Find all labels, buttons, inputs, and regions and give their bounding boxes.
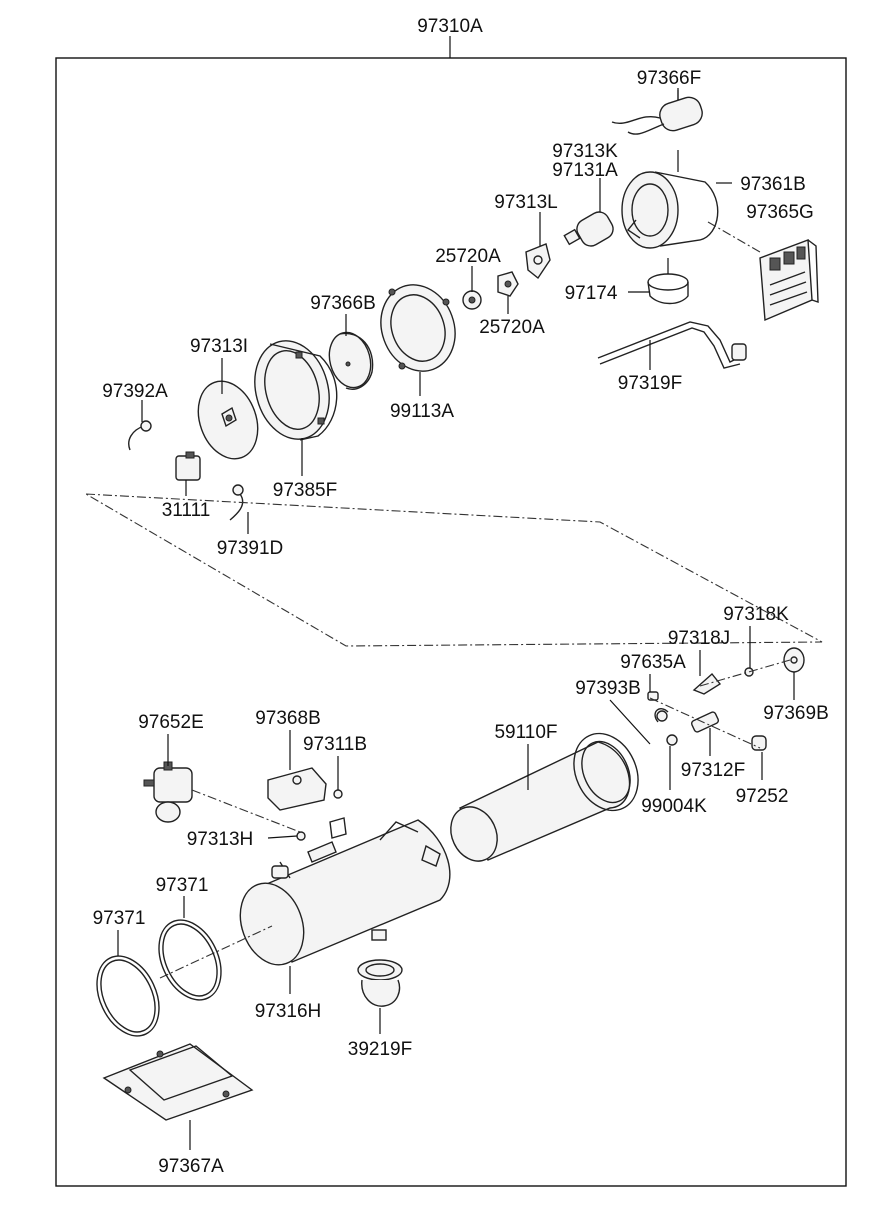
part-label-97313K: 97313K <box>552 141 618 162</box>
dash-band-axis <box>159 925 273 979</box>
part-label-97318J: 97318J <box>668 628 730 649</box>
dash-upper-group <box>85 493 823 647</box>
part-label-97318K: 97318K <box>723 604 789 625</box>
part-97369B-drawing[interactable] <box>783 647 805 673</box>
part-99004K-drawing[interactable] <box>666 734 678 746</box>
part-59110F-drawing[interactable] <box>442 723 650 869</box>
part-25720A-top-drawing[interactable] <box>462 290 482 310</box>
part-label-97174: 97174 <box>565 283 618 304</box>
part-97367A-drawing[interactable] <box>102 1043 254 1121</box>
part-97392A-drawing[interactable] <box>128 420 152 451</box>
leader-lines <box>117 88 795 1150</box>
part-label-97316H: 97316H <box>255 1001 322 1022</box>
part-label-97371-b: 97371 <box>156 875 209 896</box>
part-97131A-drawing[interactable] <box>563 208 616 249</box>
part-label-59110F: 59110F <box>494 722 557 743</box>
part-label-97313H: 97313H <box>187 829 254 850</box>
part-97313I-drawing[interactable] <box>188 373 268 467</box>
part-97366B-drawing[interactable] <box>323 328 376 392</box>
part-label-97368B: 97368B <box>255 708 321 729</box>
part-97371-a-drawing[interactable] <box>85 946 171 1046</box>
part-39219F-drawing[interactable] <box>357 929 403 1007</box>
part-97393B-drawing[interactable] <box>654 708 669 723</box>
part-label-97313L: 97313L <box>494 192 557 213</box>
part-label-97367A: 97367A <box>158 1156 224 1177</box>
part-label-97311B: 97311B <box>303 734 367 755</box>
part-label-99113A: 99113A <box>390 401 454 422</box>
part-97366F-drawing[interactable] <box>611 90 705 135</box>
part-97318K-drawing[interactable] <box>744 667 754 677</box>
part-label-97635A: 97635A <box>620 652 686 673</box>
dash-pump-hose <box>191 789 301 833</box>
part-label-97391D: 97391D <box>217 538 284 559</box>
part-label-97312F: 97312F <box>681 760 745 781</box>
part-label-97365G: 97365G <box>746 202 814 223</box>
dash-fitting-chain <box>649 697 761 749</box>
part-97371-b-drawing[interactable] <box>147 910 233 1010</box>
part-label-97652E: 97652E <box>138 712 204 733</box>
part-label-25720A-top: 25720A <box>435 246 501 267</box>
assembly-frame <box>55 57 847 1187</box>
part-label-97366F: 97366F <box>637 68 701 89</box>
part-label-97319F: 97319F <box>618 373 682 394</box>
part-label-97371-a: 97371 <box>93 908 146 929</box>
part-97252-drawing[interactable] <box>751 735 767 751</box>
part-97368B-drawing[interactable] <box>267 767 327 811</box>
part-97652E-drawing[interactable] <box>143 761 193 823</box>
part-97316H-drawing[interactable] <box>229 819 451 974</box>
part-97385F-drawing[interactable] <box>244 332 339 447</box>
part-label-97252: 97252 <box>736 786 789 807</box>
part-97365G-drawing[interactable] <box>759 239 819 322</box>
part-label-25720A-bottom: 25720A <box>479 317 545 338</box>
part-97311B-drawing[interactable] <box>329 789 347 839</box>
assembly-label: 97310A <box>417 16 483 37</box>
part-99113A-drawing[interactable] <box>369 274 467 381</box>
part-97313H-drawing[interactable] <box>296 831 306 841</box>
part-97312F-drawing[interactable] <box>690 711 720 733</box>
part-97174-drawing[interactable] <box>647 258 689 305</box>
part-label-97393B: 97393B <box>575 678 641 699</box>
part-label-31111: 31111 <box>162 500 211 521</box>
part-97391D-drawing[interactable] <box>229 484 244 521</box>
dash-housing-module <box>707 221 761 253</box>
part-label-97366B: 97366B <box>310 293 376 314</box>
part-31111-drawing[interactable] <box>175 451 201 481</box>
part-97319F-drawing[interactable] <box>597 321 747 369</box>
part-label-39219F: 39219F <box>348 1039 412 1060</box>
part-label-97385F: 97385F <box>273 480 337 501</box>
dash-washer <box>699 659 791 687</box>
part-97313L-drawing[interactable] <box>525 243 551 280</box>
part-label-97361B: 97361B <box>740 174 806 195</box>
part-label-97392A: 97392A <box>102 381 168 402</box>
part-25720A-bottom-drawing[interactable] <box>497 271 519 297</box>
part-label-97369B: 97369B <box>763 703 829 724</box>
part-97361B-drawing[interactable] <box>621 150 719 249</box>
part-label-97131A: 97131A <box>552 160 618 181</box>
part-label-97313I: 97313I <box>190 336 248 357</box>
part-label-99004K: 99004K <box>641 796 707 817</box>
